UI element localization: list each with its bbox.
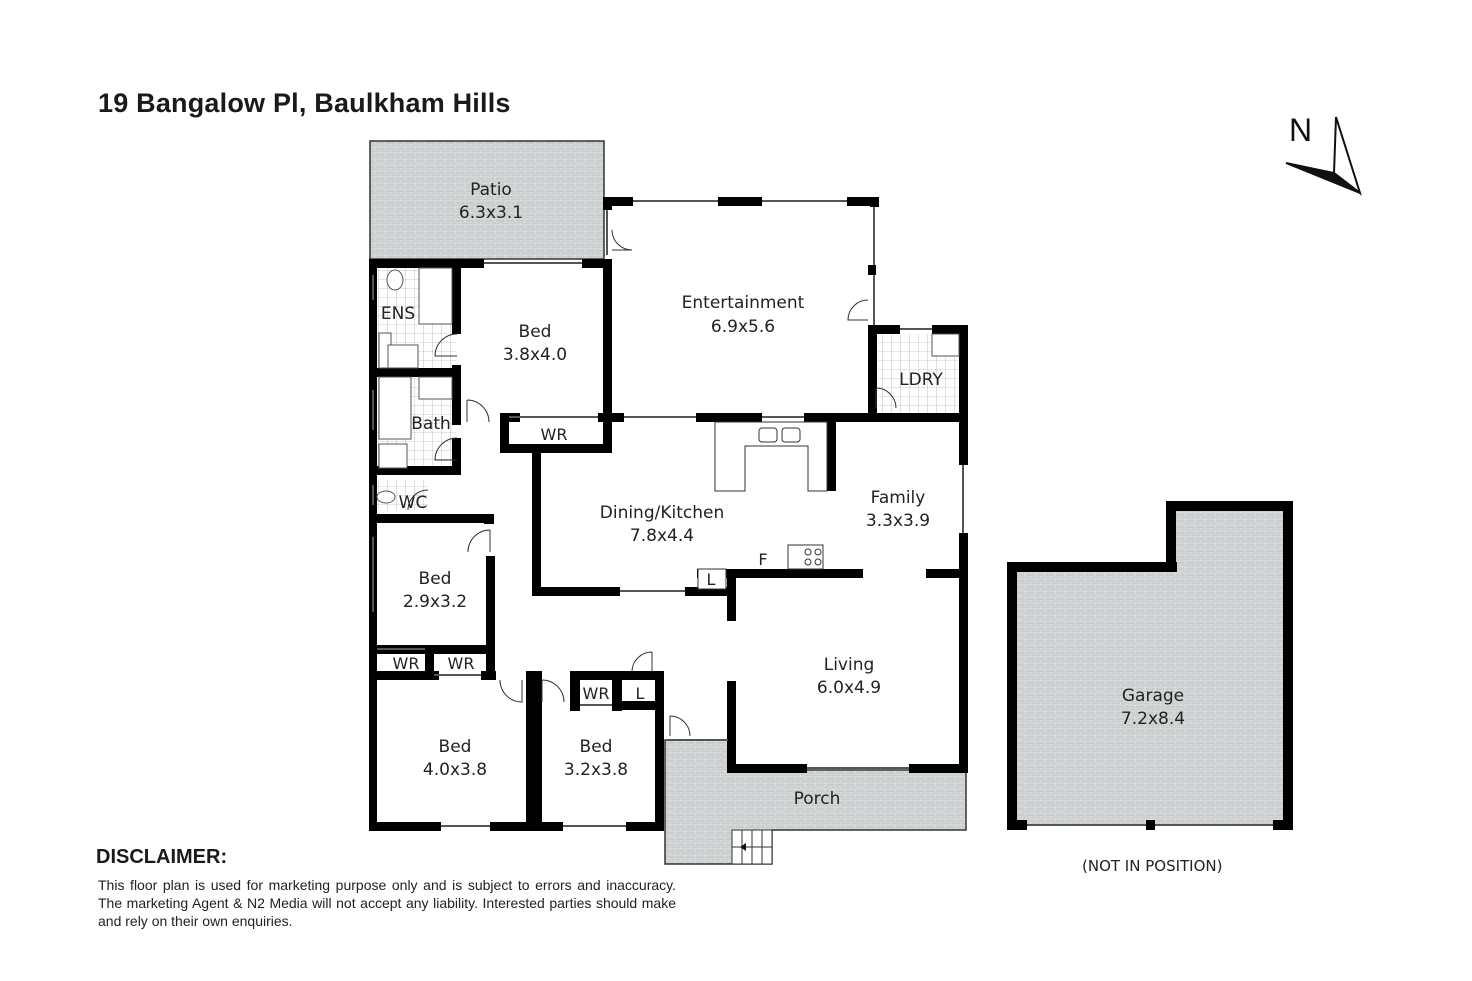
room-size-master-bed: 3.8x4.0 [503,345,567,365]
wardrobe-label-bed2-a: WR [393,654,420,673]
room-name-bed-4: Bed [580,737,613,757]
property-address-title: 19 Bangalow Pl, Baulkham Hills [98,88,511,118]
garage-floor [1014,508,1286,826]
room-name-family: Family [871,488,926,508]
room-name-bath: Bath [411,414,451,434]
north-label: N [1289,112,1313,148]
bathroom-fixtures [376,267,960,504]
room-size-garage: 7.2x8.4 [1121,709,1185,729]
room-size-living: 6.0x4.9 [817,678,881,698]
room-size-bed-2: 2.9x3.2 [403,592,467,612]
room-size-patio: 6.3x3.1 [459,203,523,223]
room-size-bed-4: 3.2x3.8 [564,760,628,780]
room-name-laundry: LDRY [899,370,943,390]
room-size-dining-kitchen: 7.8x4.4 [630,526,694,546]
kitchen-bench [697,421,828,590]
fridge-label: F [758,550,767,569]
disclaimer-text: This floor plan is used for marketing pu… [98,877,676,929]
room-name-ensuite: ENS [381,304,415,324]
wardrobe-label-master: WR [541,425,568,444]
linen-label-kitchen: L [707,570,716,589]
north-arrow-icon [1285,116,1362,196]
patio-area [369,140,605,260]
windows [372,200,964,827]
room-name-garage: Garage [1122,686,1184,706]
room-name-porch: Porch [794,789,841,809]
room-size-bed-3: 4.0x3.8 [423,760,487,780]
wardrobe-label-bed2-b: WR [448,654,475,673]
room-name-patio: Patio [470,180,512,200]
linen-label-hall: L [636,684,645,703]
wardrobe-label-bed4: WR [583,684,610,703]
room-size-family: 3.3x3.9 [866,511,930,531]
room-name-entertainment: Entertainment [682,293,805,313]
room-name-bed-3: Bed [439,737,472,757]
disclaimer-heading: DISCLAIMER: [96,846,228,868]
garage-position-note: (NOT IN POSITION) [1082,857,1223,875]
door-swings [407,229,897,737]
room-size-entertainment: 6.9x5.6 [711,317,775,337]
room-name-dining-kitchen: Dining/Kitchen [600,503,725,523]
room-name-master-bed: Bed [519,322,552,342]
room-name-wc: WC [399,493,428,513]
porch-steps [731,829,773,865]
room-name-living: Living [824,655,875,675]
room-name-bed-2: Bed [419,569,452,589]
garage-walls [1007,501,1293,830]
